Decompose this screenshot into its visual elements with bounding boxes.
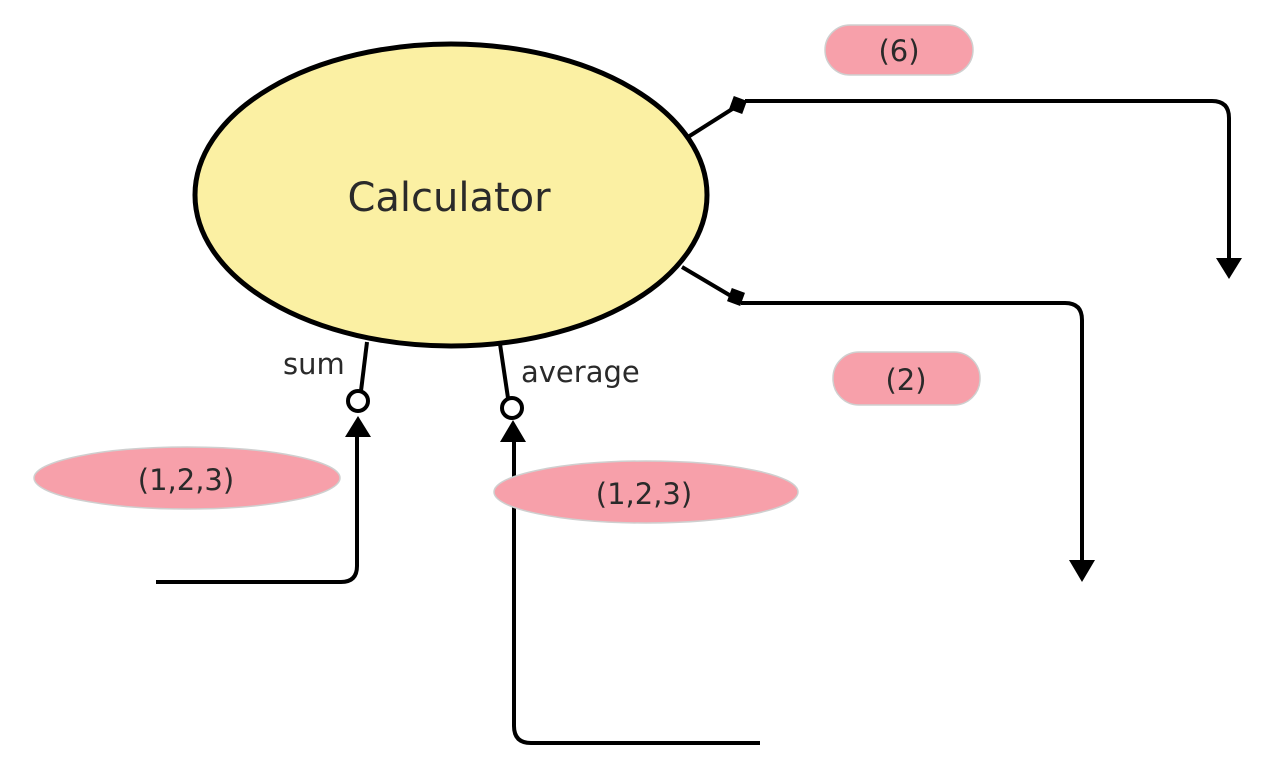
message-badge-average-input: (1,2,3): [493, 460, 799, 524]
message-badge-sum-output: (6): [824, 24, 974, 76]
input-connector-sum: [156, 341, 371, 584]
output-port-average: [727, 288, 745, 306]
output-line-average: [741, 301, 1084, 560]
input-connector-average: [498, 343, 760, 745]
message-badge-average-output: (2): [832, 351, 981, 406]
input-arrowhead-sum: [345, 416, 371, 437]
calculator-component[interactable]: Calculator: [192, 41, 710, 349]
input-port-average: [500, 396, 524, 420]
message-badge-sum-input: (1,2,3): [33, 446, 341, 510]
output-stub-average: [680, 265, 733, 298]
message-text-average-output: (2): [885, 363, 926, 397]
input-line-average: [512, 442, 760, 745]
message-text-average-input: (1,2,3): [596, 477, 692, 511]
message-badge-bg: [832, 351, 981, 406]
output-arrowhead-sum: [1216, 258, 1242, 279]
input-port-sum: [346, 389, 370, 413]
input-stub-average: [498, 343, 510, 399]
calculator-ellipse[interactable]: [192, 41, 710, 349]
message-badge-bg: [824, 24, 974, 76]
port-label-average: average: [521, 355, 640, 389]
output-port-sum: [729, 96, 747, 114]
message-text-sum-input: (1,2,3): [138, 463, 234, 497]
output-arrowhead-average: [1069, 560, 1095, 582]
output-stub-sum: [686, 104, 739, 139]
input-stub-sum: [359, 341, 369, 392]
message-badge-bg: [33, 446, 341, 510]
message-badge-bg: [493, 460, 799, 524]
output-line-sum: [745, 99, 1231, 258]
input-arrowhead-average: [500, 420, 526, 442]
output-connector-average: [680, 265, 1095, 582]
message-text-sum-output: (6): [878, 34, 919, 68]
output-connector-sum: [686, 96, 1242, 279]
input-line-sum: [156, 437, 359, 584]
port-label-sum: sum: [283, 347, 345, 381]
calculator-label: Calculator: [347, 175, 551, 221]
